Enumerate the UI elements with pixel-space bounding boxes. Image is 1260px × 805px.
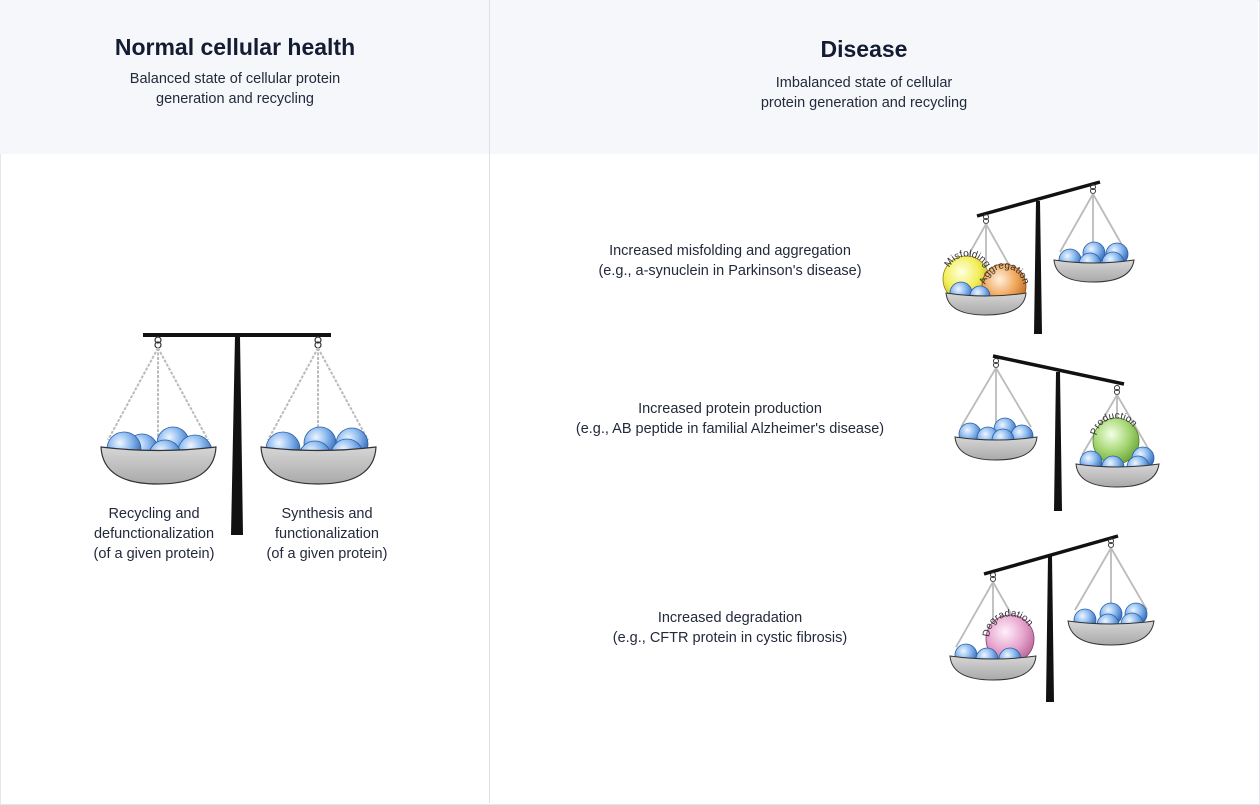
degradation-scale-beam bbox=[983, 534, 1119, 576]
misfolding-left-pan: Misfolding Aggregation bbox=[942, 214, 1031, 316]
disease-title: Disease bbox=[820, 36, 908, 62]
degradation-right-chain bbox=[1110, 547, 1148, 611]
balanced-right-hook-icon bbox=[314, 336, 322, 344]
degradation-right-hook-icon bbox=[1108, 538, 1114, 544]
column-divider bbox=[489, 0, 490, 803]
normal-subtitle-line2: generation and recycling bbox=[156, 91, 314, 107]
misfolding-right-hook-icon bbox=[1090, 184, 1096, 190]
misfolding-right-chain bbox=[1092, 193, 1127, 253]
production-scale-beam bbox=[992, 354, 1125, 386]
misfolding-right-ring-icon bbox=[1090, 188, 1096, 194]
production-row-line1: Increased protein production bbox=[638, 401, 822, 417]
balanced-left-chain bbox=[157, 347, 209, 441]
misfolding-right-pan bbox=[1053, 184, 1135, 283]
disease-subtitle: Imbalanced state of cellular protein gen… bbox=[664, 73, 1064, 113]
misfolding-scale-beam bbox=[976, 180, 1101, 218]
disease-subtitle-line1: Imbalanced state of cellular bbox=[775, 75, 953, 91]
degradation-scale-post bbox=[1046, 556, 1054, 702]
production-right-ring-icon bbox=[1114, 389, 1120, 395]
production-left-bowl bbox=[954, 436, 1038, 461]
synthesis-label-line2: functionalization bbox=[275, 526, 379, 542]
degradation-right-chain bbox=[1074, 547, 1112, 611]
production-right-chain bbox=[1116, 394, 1153, 456]
production-left-ring-icon bbox=[993, 362, 999, 368]
recycling-label-line2: defunctionalization bbox=[93, 526, 215, 542]
synthesis-label: Synthesis and functionalization (of a gi… bbox=[242, 504, 412, 564]
misfolding-right-chain bbox=[1059, 193, 1094, 253]
normal-subtitle: Balanced state of cellular protein gener… bbox=[40, 69, 430, 109]
balanced-right-bowl bbox=[260, 446, 377, 485]
synthesis-label-line3: (of a given protein) bbox=[266, 546, 388, 562]
balanced-left-pan bbox=[100, 336, 217, 485]
production-left-hook-icon bbox=[993, 358, 999, 364]
degradation-right-ring-icon bbox=[1108, 542, 1114, 548]
balanced-left-bowl bbox=[100, 446, 217, 485]
production-row-line2: (e.g., AB peptide in familial Alzheimer'… bbox=[575, 421, 885, 437]
misfolding-sphere-label-path: Misfolding bbox=[943, 248, 993, 269]
misfolding-scale-post bbox=[1034, 201, 1042, 334]
balanced-left-hook-icon bbox=[154, 336, 162, 344]
production-right-pan: Production bbox=[1075, 385, 1160, 488]
disease-subtitle-line2: protein generation and recycling bbox=[760, 95, 968, 111]
header-band bbox=[0, 0, 1258, 154]
misfolding-left-ring-icon bbox=[983, 218, 989, 224]
degradation-right-bowl bbox=[1067, 620, 1155, 646]
production-left-pan bbox=[954, 358, 1038, 461]
production-left-chain bbox=[960, 367, 997, 428]
misfolding-row-line2: (e.g., a-synuclein in Parkinson's diseas… bbox=[598, 263, 862, 279]
balanced-right-pan bbox=[260, 336, 377, 485]
degradation-row-line2: (e.g., CFTR protein in cystic fibrosis) bbox=[612, 630, 848, 646]
production-left-chain bbox=[995, 367, 1032, 428]
synthesis-label-line1: Synthesis and bbox=[281, 506, 373, 522]
production-scale: Production bbox=[954, 354, 1160, 511]
balanced-scale-post bbox=[231, 336, 243, 535]
degradation-left-bowl bbox=[949, 655, 1037, 681]
balanced-left-chain bbox=[107, 347, 159, 441]
recycling-label-line1: Recycling and bbox=[108, 506, 200, 522]
misfolding-left-bowl bbox=[945, 292, 1027, 316]
misfolding-scale: Misfolding Aggregation bbox=[942, 180, 1135, 334]
degradation-scale: Degradation bbox=[949, 534, 1155, 702]
degradation-left-pan: Degradation bbox=[949, 572, 1037, 681]
misfolding-row-label: Increased misfolding and aggregation (e.… bbox=[530, 241, 930, 281]
balanced-right-chain bbox=[267, 347, 319, 441]
normal-title: Normal cellular health bbox=[114, 34, 356, 60]
production-scale-post bbox=[1054, 372, 1062, 511]
recycling-label-line3: (of a given protein) bbox=[93, 546, 215, 562]
balanced-scale bbox=[100, 333, 377, 535]
misfolding-sphere-label: Misfolding bbox=[943, 248, 993, 269]
misfolding-row-line1: Increased misfolding and aggregation bbox=[609, 243, 851, 259]
balanced-right-chain bbox=[317, 347, 369, 441]
degradation-right-pan bbox=[1067, 538, 1155, 646]
degradation-row-line1: Increased degradation bbox=[657, 610, 803, 626]
degradation-left-hook-icon bbox=[990, 572, 996, 578]
degradation-left-chain bbox=[955, 581, 994, 648]
recycling-label: Recycling and defunctionalization (of a … bbox=[69, 504, 239, 564]
normal-subtitle-line1: Balanced state of cellular protein bbox=[129, 71, 341, 87]
misfolding-left-hook-icon bbox=[983, 214, 989, 220]
production-right-bowl bbox=[1075, 463, 1160, 488]
balanced-scale-beam bbox=[143, 333, 331, 337]
production-row-label: Increased protein production (e.g., AB p… bbox=[530, 399, 930, 439]
degradation-row-label: Increased degradation (e.g., CFTR protei… bbox=[530, 608, 930, 648]
production-right-hook-icon bbox=[1114, 385, 1120, 391]
degradation-left-ring-icon bbox=[990, 576, 996, 582]
misfolding-right-bowl bbox=[1053, 259, 1135, 283]
